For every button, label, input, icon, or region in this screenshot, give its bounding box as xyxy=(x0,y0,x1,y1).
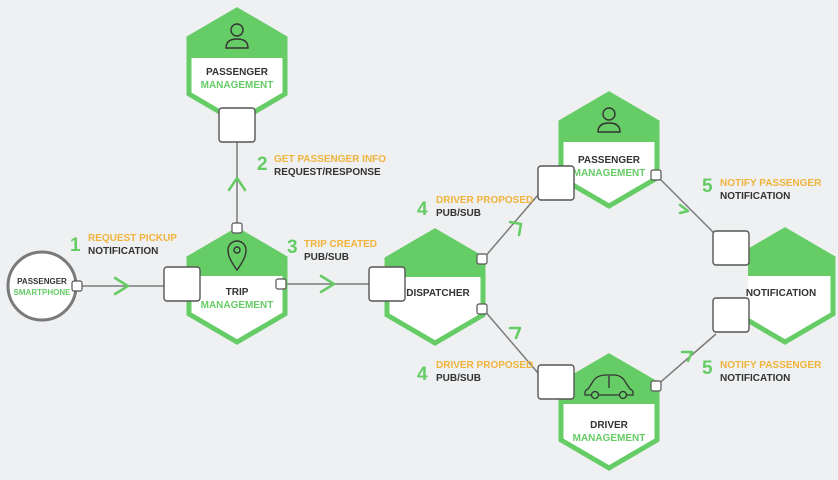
step-3-title: TRIP CREATED xyxy=(304,239,377,250)
dispatcher-label: DISPATCHER xyxy=(406,288,470,299)
arrow-step-4b xyxy=(508,326,522,340)
step-4a-title: DRIVER PROPOSED xyxy=(436,195,533,206)
node-passenger-smartphone[interactable]: PASSENGER SMARTPHONE xyxy=(6,250,83,322)
line-dispatcher-driver xyxy=(482,308,539,374)
smartphone-port xyxy=(71,280,83,292)
step-4a-label: 4 DRIVER PROPOSED PUB/SUB xyxy=(417,195,533,220)
step-5b-number: 5 xyxy=(702,358,713,379)
driver-management-line1: DRIVER xyxy=(590,420,629,431)
step-5a-label: 5 NOTIFY PASSENGER NOTIFICATION xyxy=(702,176,822,202)
step-5b-type: NOTIFICATION xyxy=(720,373,790,384)
line-driver-notification xyxy=(655,333,717,387)
step-3-type: PUB/SUB xyxy=(304,252,349,263)
step-1-title: REQUEST PICKUP xyxy=(88,233,177,244)
notification-top-port xyxy=(712,230,750,266)
dispatcher-bottom-port xyxy=(476,303,488,315)
arrow-step-5b xyxy=(680,350,694,363)
step-4b-type: PUB/SUB xyxy=(436,373,481,384)
location-pin-icon xyxy=(227,240,247,272)
passenger-smartphone-line2: SMARTPHONE xyxy=(14,288,72,297)
passenger-management-top-line1: PASSENGER xyxy=(206,67,269,78)
node-trip-management[interactable]: TRIP MANAGEMENT xyxy=(163,222,288,345)
step-2-number: 2 xyxy=(257,154,268,175)
car-icon xyxy=(584,374,634,400)
passenger-management-top-line2: MANAGEMENT xyxy=(201,80,274,91)
dispatcher-in-port xyxy=(368,266,406,302)
step-4a-type: PUB/SUB xyxy=(436,208,481,219)
driver-management-line2: MANAGEMENT xyxy=(573,433,646,444)
step-5a-type: NOTIFICATION xyxy=(720,191,790,202)
trip-management-line2: MANAGEMENT xyxy=(201,300,274,311)
node-passenger-management-top[interactable]: PASSENGER MANAGEMENT xyxy=(186,7,288,143)
arrow-step-5a xyxy=(678,203,690,215)
passenger-right-in-port xyxy=(537,165,575,201)
line-passenger-notification xyxy=(655,174,717,236)
passenger-smartphone-line1: PASSENGER xyxy=(17,277,67,286)
step-3-number: 3 xyxy=(287,237,298,258)
person-icon xyxy=(597,107,621,133)
node-notification[interactable]: NOTIFICATION xyxy=(712,227,836,345)
notification-bottom-port xyxy=(712,297,750,333)
node-driver-management[interactable]: DRIVER MANAGEMENT xyxy=(537,353,662,471)
step-4b-title: DRIVER PROPOSED xyxy=(436,360,533,371)
dispatcher-top-port xyxy=(476,253,488,265)
passenger-right-out-port xyxy=(650,169,662,181)
line-dispatcher-passenger xyxy=(482,194,539,260)
arrow-step-1 xyxy=(113,276,130,296)
step-4b-label: 4 DRIVER PROPOSED PUB/SUB xyxy=(417,360,533,385)
trip-management-line1: TRIP xyxy=(226,287,249,298)
node-dispatcher[interactable]: DISPATCHER xyxy=(368,228,488,346)
notification-label: NOTIFICATION xyxy=(746,288,816,299)
step-3-label: 3 TRIP CREATED PUB/SUB xyxy=(287,237,377,263)
trip-in-port xyxy=(163,266,201,302)
step-1-number: 1 xyxy=(70,235,81,256)
person-icon xyxy=(225,23,249,49)
connection-lines xyxy=(80,140,717,387)
step-5a-number: 5 xyxy=(702,176,713,197)
step-4a-number: 4 xyxy=(417,199,428,220)
passenger-management-right-line2: MANAGEMENT xyxy=(573,168,646,179)
node-passenger-management-right[interactable]: PASSENGER MANAGEMENT xyxy=(537,91,662,209)
trip-out-port xyxy=(275,278,287,290)
step-2-label: 2 GET PASSENGER INFO REQUEST/RESPONSE xyxy=(257,154,386,178)
driver-in-port xyxy=(537,364,575,400)
step-1-type: NOTIFICATION xyxy=(88,246,158,257)
arrow-step-4a xyxy=(508,220,523,237)
flow-arrows xyxy=(113,176,694,363)
trip-top-port xyxy=(231,222,243,234)
passenger-top-port xyxy=(218,107,256,143)
arrow-step-3 xyxy=(319,274,336,294)
step-2-type: REQUEST/RESPONSE xyxy=(274,167,381,178)
driver-out-port xyxy=(650,380,662,392)
step-5b-label: 5 NOTIFY PASSENGER NOTIFICATION xyxy=(702,358,822,384)
arrow-step-2 xyxy=(227,176,247,192)
step-5b-title: NOTIFY PASSENGER xyxy=(720,360,822,371)
step-5a-title: NOTIFY PASSENGER xyxy=(720,178,822,189)
passenger-management-right-line1: PASSENGER xyxy=(578,155,641,166)
step-2-title: GET PASSENGER INFO xyxy=(274,154,386,165)
step-1-label: 1 REQUEST PICKUP NOTIFICATION xyxy=(70,233,177,257)
step-4b-number: 4 xyxy=(417,364,428,385)
